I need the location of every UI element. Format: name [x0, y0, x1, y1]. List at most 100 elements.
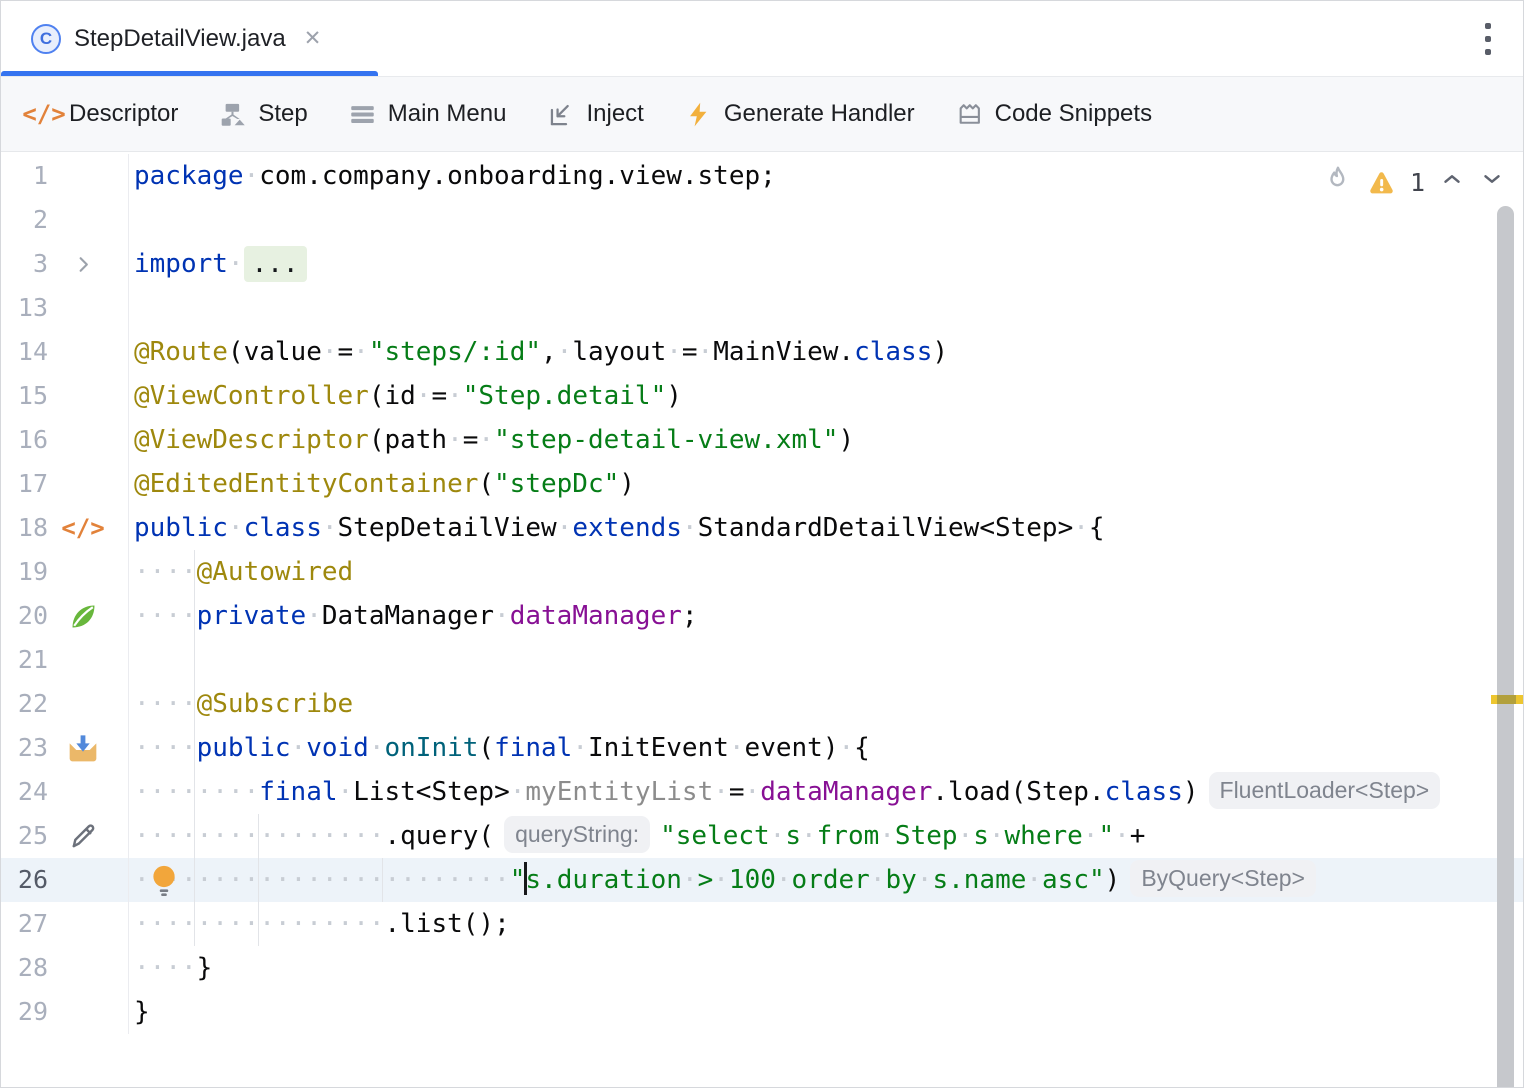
code-text[interactable]: ················.list();	[128, 902, 1523, 946]
tab-close-icon[interactable]: ✕	[303, 27, 322, 50]
gutter[interactable]	[48, 902, 128, 946]
code-text[interactable]: ····private·DataManager·dataManager;	[128, 594, 1523, 638]
code-text[interactable]: ························"s.duration·>·10…	[128, 858, 1523, 902]
indent-guide	[382, 858, 383, 902]
code-text[interactable]: @ViewDescriptor(path·=·"step-detail-view…	[128, 418, 1523, 462]
fold-chevron-icon[interactable]	[72, 253, 95, 276]
tab-bar: C StepDetailView.java ✕	[1, 1, 1523, 76]
code-text[interactable]: }	[128, 990, 1523, 1034]
gutter[interactable]	[48, 550, 128, 594]
subscribe-event-icon[interactable]	[67, 732, 99, 764]
code-text[interactable]: @EditedEntityContainer("stepDc")	[128, 462, 1523, 506]
line-number: 19	[17, 557, 48, 586]
code-line-29[interactable]: 29}	[1, 990, 1523, 1034]
gutter[interactable]	[48, 990, 128, 1034]
warning-stripe-mark[interactable]	[1491, 695, 1523, 704]
code-line-18[interactable]: 18 </> public·class·StepDetailView·extends…	[1, 506, 1523, 550]
code-line-21[interactable]: 21	[1, 638, 1523, 682]
line-number: 26	[17, 865, 48, 894]
code-text[interactable]: ····@Subscribe	[128, 682, 1523, 726]
gutter[interactable]	[48, 462, 128, 506]
line-number: 14	[17, 337, 48, 366]
toolbar-item-generate-handler[interactable]: Generate Handler	[684, 99, 915, 129]
gutter[interactable]	[48, 286, 128, 330]
code-line-14[interactable]: 14 @Route(value·=·"steps/:id",·layout·=·M…	[1, 330, 1523, 374]
line-number: 16	[17, 425, 48, 454]
tab-stepdetailview[interactable]: C StepDetailView.java ✕	[1, 1, 378, 76]
code-tags-icon[interactable]: </>	[61, 514, 105, 542]
code-line-20[interactable]: 20····private·DataManager·dataManager;	[1, 594, 1523, 638]
code-text[interactable]: ········final·List<Step>·myEntityList·=·…	[128, 770, 1523, 814]
code-line-2[interactable]: 2	[1, 198, 1523, 242]
gutter[interactable]	[48, 594, 128, 638]
gutter[interactable]: </>	[48, 506, 128, 550]
gutter[interactable]	[48, 682, 128, 726]
gutter[interactable]	[48, 946, 128, 990]
hamburger-menu-icon	[348, 99, 378, 129]
code-line-19[interactable]: 19 ····@Autowired	[1, 550, 1523, 594]
line-number: 23	[17, 733, 48, 762]
code-text[interactable]: public·class·StepDetailView·extends·Stan…	[128, 506, 1523, 550]
code-text[interactable]	[128, 638, 1523, 682]
warning-count: 1	[1409, 168, 1425, 197]
code-line-27[interactable]: 27················.list();	[1, 902, 1523, 946]
toolbar-item-code-snippets[interactable]: Code Snippets	[955, 99, 1152, 129]
code-text[interactable]: import·...	[128, 242, 1523, 286]
code-text[interactable]: ················.query(queryString:"sele…	[128, 814, 1523, 858]
code-text[interactable]	[128, 198, 1523, 242]
inspections-widget: 1	[1323, 163, 1505, 202]
chevron-up-icon[interactable]	[1439, 166, 1465, 199]
toolbar-item-inject[interactable]: Inject	[546, 99, 644, 129]
code-snippets-icon	[955, 99, 985, 129]
line-number: 15	[17, 381, 48, 410]
code-tags-icon: </>	[22, 100, 66, 128]
code-line-22[interactable]: 22····@Subscribe	[1, 682, 1523, 726]
code-text[interactable]: ····@Autowired	[128, 550, 1523, 594]
intention-bulb-icon[interactable]	[147, 863, 181, 897]
code-line-28[interactable]: 28····}	[1, 946, 1523, 990]
code-line-16[interactable]: 16 @ViewDescriptor(path·=·"step-detail-vi…	[1, 418, 1523, 462]
code-text[interactable]: @ViewController(id·=·"Step.detail")	[128, 374, 1523, 418]
code-line-17[interactable]: 17@EditedEntityContainer("stepDc")	[1, 462, 1523, 506]
warning-triangle-icon[interactable]	[1367, 169, 1396, 197]
gutter[interactable]	[48, 770, 128, 814]
code-line-25[interactable]: 25 ················.query(queryString:"se…	[1, 814, 1523, 858]
gutter[interactable]	[48, 198, 128, 242]
more-options-icon[interactable]	[1485, 22, 1491, 55]
vertical-scrollbar[interactable]	[1497, 206, 1514, 1087]
editor-toolbar: </>Descriptor Step Main Menu Inject Generate…	[1, 76, 1523, 152]
code-text[interactable]	[128, 286, 1523, 330]
code-line-23[interactable]: 23 ····public·void·onInit(final·InitEvent…	[1, 726, 1523, 770]
gutter[interactable]	[48, 858, 128, 902]
code-text[interactable]: ····public·void·onInit(final·InitEvent·e…	[128, 726, 1523, 770]
gutter[interactable]	[48, 242, 128, 286]
code-text[interactable]: ····}	[128, 946, 1523, 990]
line-number: 25	[17, 821, 48, 850]
chevron-down-icon[interactable]	[1479, 166, 1505, 199]
gutter[interactable]	[48, 330, 128, 374]
gutter[interactable]	[48, 814, 128, 858]
gutter[interactable]	[48, 154, 128, 198]
code-line-13[interactable]: 13	[1, 286, 1523, 330]
gutter[interactable]	[48, 726, 128, 770]
toolbar-item-descriptor[interactable]: </>Descriptor	[22, 100, 179, 128]
code-line-15[interactable]: 15 @ViewController(id·=·"Step.detail")	[1, 374, 1523, 418]
code-text[interactable]: @Route(value·=·"steps/:id",·layout·=·Mai…	[128, 330, 1523, 374]
toolbar-item-step[interactable]: Step	[218, 99, 308, 129]
line-number: 24	[17, 777, 48, 806]
gutter[interactable]	[48, 418, 128, 462]
toolbar-item-main-menu[interactable]: Main Menu	[348, 99, 506, 129]
gutter[interactable]	[48, 374, 128, 418]
spring-bean-icon[interactable]	[68, 601, 99, 632]
text-caret	[524, 862, 528, 895]
pencil-icon[interactable]	[69, 822, 98, 851]
gutter[interactable]	[48, 638, 128, 682]
code-text[interactable]: package·com.company.onboarding.view.step…	[128, 154, 1523, 198]
code-line-26[interactable]: 26 ························"s.duration·>·…	[1, 858, 1523, 902]
code-line-24[interactable]: 24 ········final·List<Step>·myEntityList·…	[1, 770, 1523, 814]
inspections-flame-icon[interactable]	[1323, 163, 1353, 202]
line-number: 18	[17, 513, 48, 542]
